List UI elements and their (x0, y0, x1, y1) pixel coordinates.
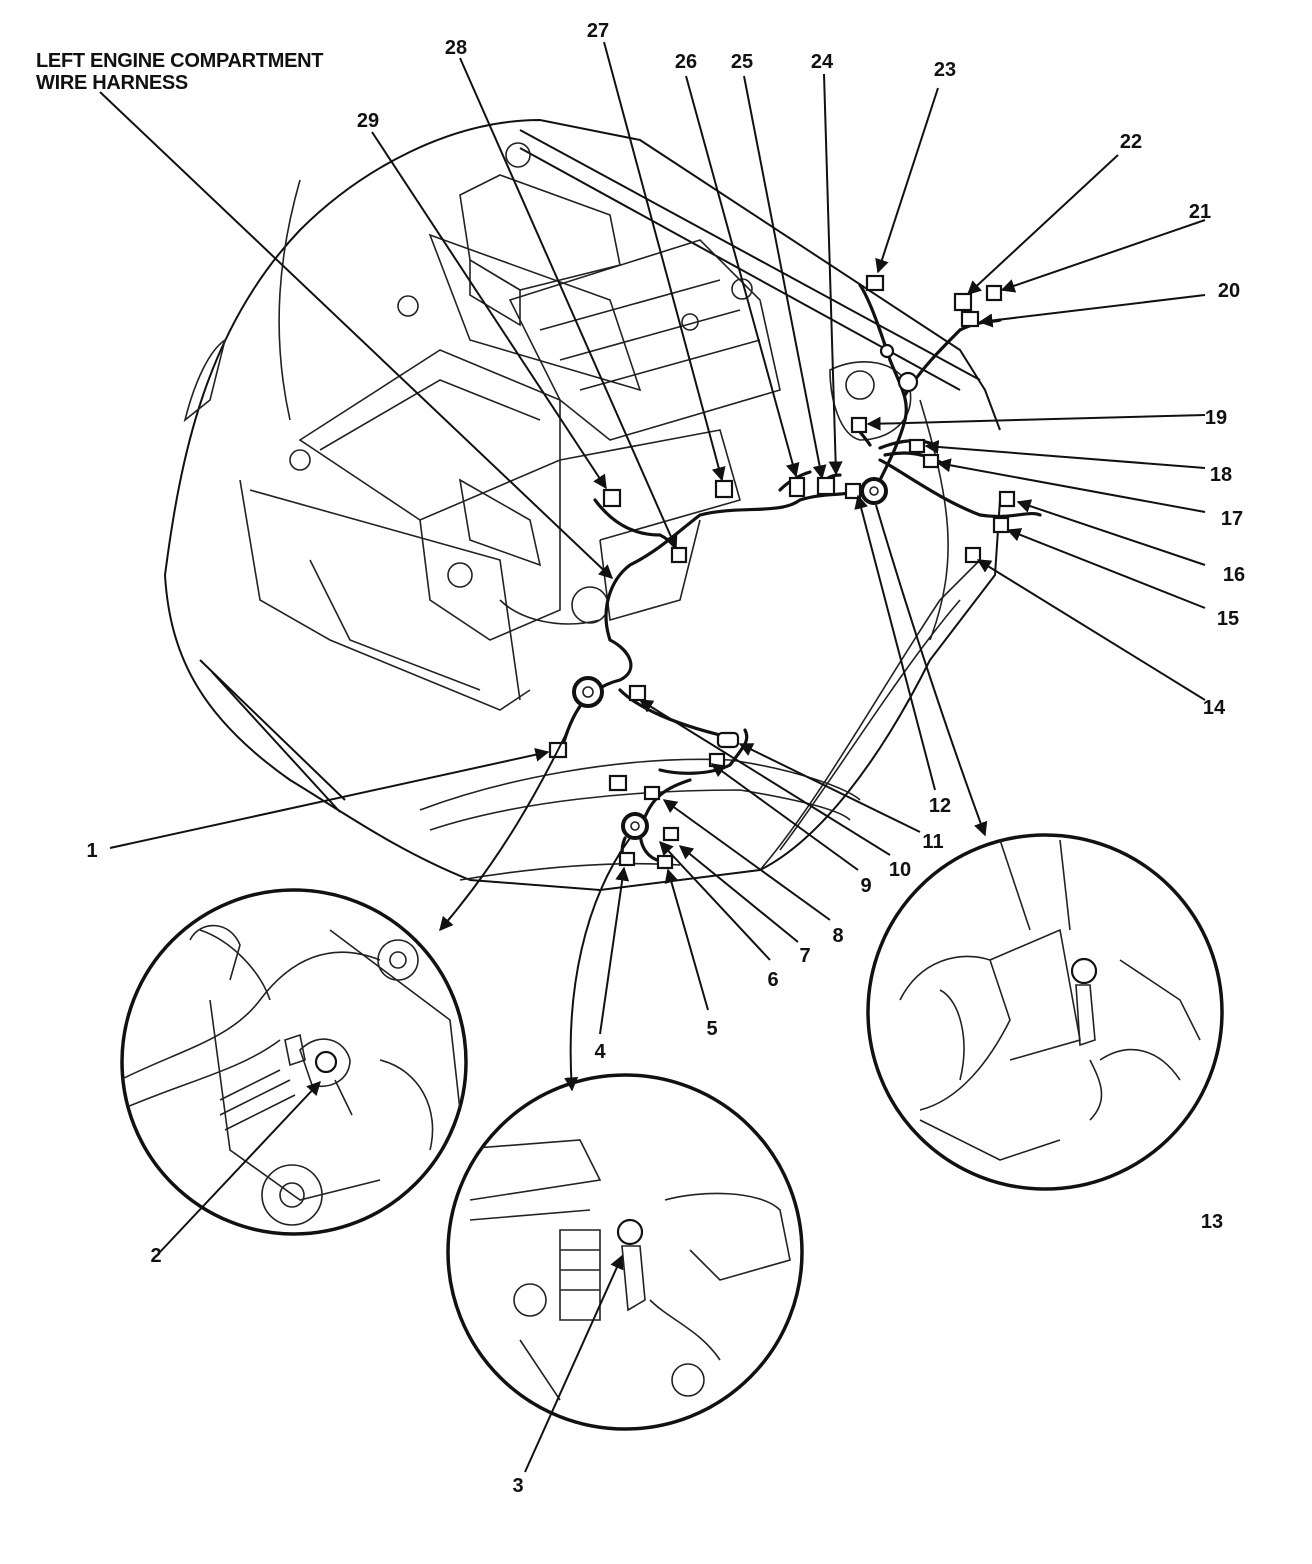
connector (964, 546, 982, 564)
car-body (164, 118, 1001, 892)
wire-harness (558, 283, 1042, 864)
connector (844, 482, 862, 500)
title-line-2: WIRE HARNESS (36, 72, 188, 94)
connector (960, 310, 980, 328)
callout-10: 10 (889, 859, 911, 881)
callout-5: 5 (706, 1018, 717, 1040)
ground-point (621, 812, 649, 840)
connector (922, 453, 940, 469)
connector (662, 826, 680, 842)
callout-21: 21 (1189, 201, 1211, 223)
callout-24: 24 (811, 51, 834, 73)
connector (985, 284, 1003, 302)
leader-lines (99, 41, 1206, 1473)
callout-3: 3 (512, 1475, 523, 1497)
callout-19: 19 (1205, 407, 1227, 429)
callout-22: 22 (1120, 131, 1142, 153)
connector (656, 854, 674, 870)
connector (992, 516, 1010, 534)
connector (608, 774, 628, 792)
callout-4: 4 (594, 1041, 606, 1063)
callout-15: 15 (1217, 608, 1239, 630)
callout-8: 8 (832, 925, 843, 947)
ground-points (572, 477, 888, 840)
title-line-1: LEFT ENGINE COMPARTMENT (36, 50, 324, 72)
callout-12: 12 (929, 795, 951, 817)
callout-14: 14 (1203, 697, 1226, 719)
connector (714, 479, 734, 499)
callout-25: 25 (731, 51, 753, 73)
connector (816, 476, 836, 496)
connector (953, 292, 973, 312)
callout-7: 7 (799, 945, 810, 967)
callout-9: 9 (860, 875, 871, 897)
callout-6: 6 (767, 969, 778, 991)
callout-16: 16 (1223, 564, 1245, 586)
detail-view-2 (120, 888, 468, 1236)
callout-18: 18 (1210, 464, 1232, 486)
callout-2: 2 (150, 1245, 161, 1267)
detail-arrows (439, 504, 988, 1092)
callout-28: 28 (445, 37, 467, 59)
callout-labels: 1 2 3 4 5 6 7 8 9 10 11 12 13 14 15 16 1… (86, 20, 1245, 1497)
callout-27: 27 (587, 20, 609, 42)
connector (897, 371, 919, 393)
callout-26: 26 (675, 51, 697, 73)
connector (602, 488, 622, 508)
connector (643, 785, 661, 801)
detail-view-13 (866, 833, 1224, 1191)
callout-13: 13 (1201, 1211, 1223, 1233)
connector (716, 731, 740, 749)
connector (788, 476, 806, 498)
leader-title (99, 91, 614, 579)
callout-17: 17 (1221, 508, 1243, 530)
connector (879, 343, 895, 359)
ground-point (572, 676, 604, 708)
engine-block (289, 142, 912, 641)
connector (628, 684, 647, 702)
callout-29: 29 (357, 110, 379, 132)
connector (865, 274, 885, 292)
callout-20: 20 (1218, 280, 1240, 302)
connector (670, 546, 688, 564)
connector (998, 490, 1016, 508)
connectors (548, 274, 1016, 870)
diagram-title: LEFT ENGINE COMPARTMENT WIRE HARNESS (36, 50, 323, 94)
detail-view-3 (446, 1073, 804, 1431)
callout-11: 11 (922, 831, 943, 853)
connector (908, 438, 926, 454)
ground-point (860, 477, 888, 505)
callout-23: 23 (934, 59, 956, 81)
connector (850, 416, 868, 434)
callout-1: 1 (86, 840, 97, 862)
connector (618, 851, 636, 867)
